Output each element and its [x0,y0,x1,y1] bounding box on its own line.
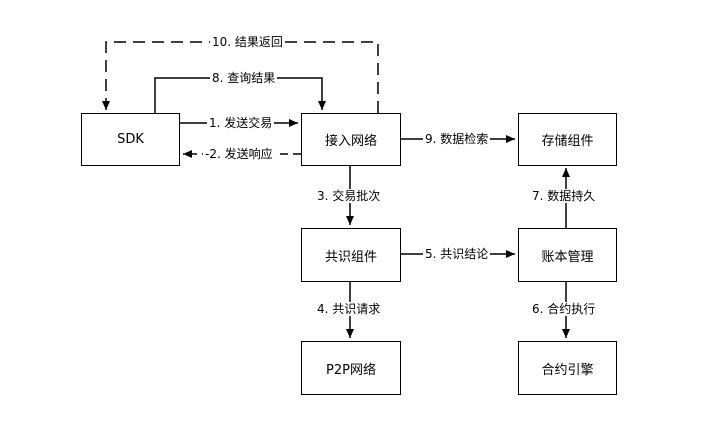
node-p2p: P2P网络 [301,341,401,395]
node-storage: 存储组件 [518,113,617,166]
edge-label-query: 8. 查询结果 [210,71,278,85]
edge-label-consensus-result: 5. 共识结论 [423,247,491,261]
node-ledger: 账本管理 [518,228,617,282]
edge-label-response: -2. 发送响应 [203,147,275,161]
edge-label-consensus-req: 4. 共识请求 [315,302,383,316]
edge-label-batch: 3. 交易批次 [315,189,383,203]
node-contract-engine: 合约引擎 [518,341,617,395]
edge-label-return: 10. 结果返回 [210,35,285,49]
node-sdk: SDK [81,113,180,166]
edge-label-persist: 7. 数据持久 [530,189,598,203]
edge-label-retrieve: 9. 数据检索 [423,132,491,146]
edge-label-send-tx: 1. 发送交易 [207,116,275,130]
edge-label-contract-exec: 6. 合约执行 [530,302,598,316]
node-access-network: 接入网络 [301,113,401,166]
node-consensus: 共识组件 [301,228,401,282]
